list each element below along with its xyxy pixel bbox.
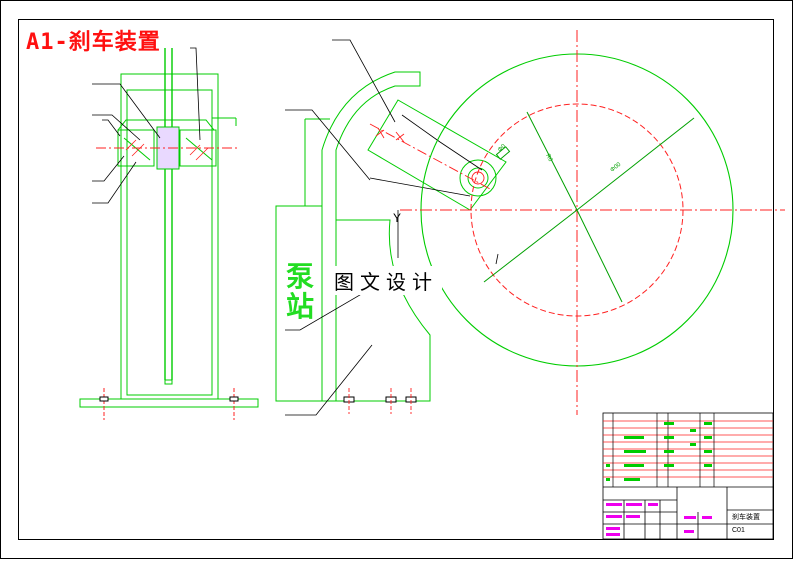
svg-text:R0: R0 (544, 153, 553, 163)
stand-frame (120, 73, 219, 400)
title-block-drawing-number: C01 (732, 527, 745, 534)
view-marker-label: Y (393, 211, 401, 225)
dim-radius-small (526, 111, 578, 211)
brake-hatching (125, 139, 209, 161)
lever-plate (367, 99, 507, 211)
brake-arm-frame (321, 71, 421, 402)
front-view-stand (79, 48, 259, 420)
brake-right-housing (179, 129, 217, 167)
inner-border (18, 19, 774, 540)
title-block-magenta-fields (606, 503, 712, 536)
stand-base-plate (79, 398, 259, 408)
dim-radius-large (576, 117, 695, 211)
lever-pivot-outer (459, 159, 497, 197)
brake-wheel-view: Φ00 R0 Φ0 (400, 30, 785, 415)
svg-text:Φ00: Φ00 (610, 161, 623, 173)
svg-text:Φ0: Φ0 (497, 143, 507, 153)
side-view-centerlines (348, 123, 493, 414)
watermark-vertical-text: 泵 站 (285, 260, 314, 323)
drawing-title: A1-刹车装置 (26, 30, 161, 55)
lever-pivot-inner (467, 167, 489, 189)
title-block (602, 412, 774, 540)
parts-list-entries (606, 422, 712, 481)
watermark-main-text: 图文设计 (330, 266, 442, 295)
side-view-leaders (285, 39, 499, 416)
front-view-leaders (92, 47, 201, 204)
side-view-frame (275, 71, 507, 403)
title-block-part-name: 刹车装置 (732, 514, 760, 521)
dim-tag (495, 146, 511, 160)
